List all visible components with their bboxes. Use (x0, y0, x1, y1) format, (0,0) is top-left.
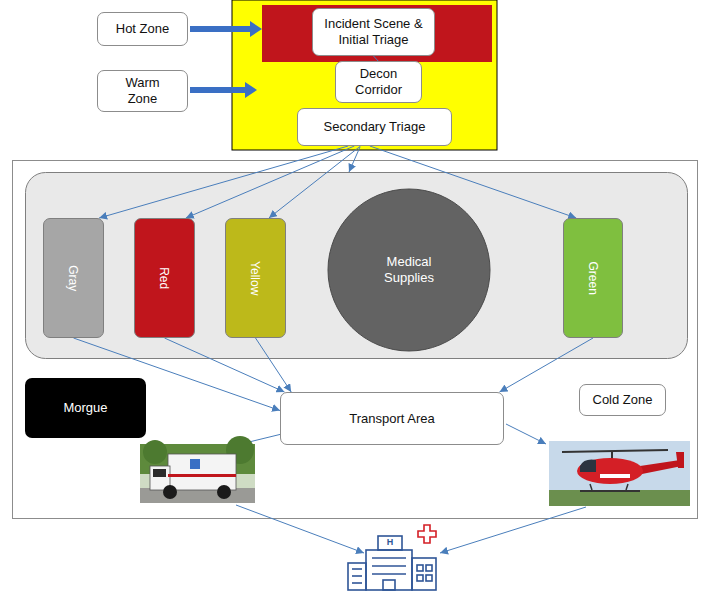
node-text: Red (157, 267, 171, 289)
process-box: Transport Area (280, 392, 504, 445)
callout-arrow (190, 21, 262, 37)
flow-connector (269, 146, 361, 218)
zone-label-box: Cold Zone (579, 384, 666, 416)
morgue-box: Morgue (25, 378, 146, 438)
flow-line (440, 507, 586, 553)
flow-connector (99, 146, 348, 218)
node-text: Warm Zone (115, 75, 171, 106)
triage-category-box: Green (563, 218, 623, 338)
node-text: Gray (66, 265, 80, 291)
treatment-panel (26, 173, 688, 359)
node-text: Yellow (248, 261, 262, 295)
node-text: Hot Zone (116, 21, 169, 37)
zone-label-box: Warm Zone (97, 70, 188, 111)
ambulance-picture (140, 436, 255, 503)
flow-line (236, 505, 364, 553)
process-box: Incident Scene & Initial Triage (312, 8, 435, 56)
hospital-icon (348, 525, 436, 590)
zone-label-box: Hot Zone (97, 12, 188, 46)
flow-line (506, 424, 546, 444)
sign-letter: H (378, 538, 402, 547)
triage-category-box: Gray (43, 218, 104, 338)
hot-zone-region (262, 5, 492, 62)
callout-arrow (190, 82, 257, 98)
supply-circle: Medical Supplies (327, 188, 491, 352)
node-text: Medical Supplies (374, 254, 444, 285)
process-box: Decon Corridor (335, 61, 422, 102)
node-text: Transport Area (349, 411, 435, 427)
node-text: Green (586, 261, 600, 294)
flow-connector (165, 338, 285, 392)
node-text: Cold Zone (593, 392, 653, 408)
process-box: Secondary Triage (297, 108, 452, 146)
warm-zone-region (232, 0, 497, 150)
node-text: Morgue (63, 400, 107, 416)
triage-category-box: Yellow (225, 218, 286, 338)
helicopter-picture (549, 441, 690, 506)
node-text: Secondary Triage (324, 119, 426, 135)
node-text: Decon Corridor (344, 66, 414, 97)
flow-connector (500, 338, 593, 392)
cold-zone-region (13, 161, 698, 519)
triage-category-box: Red (134, 218, 195, 338)
flow-connector (186, 146, 355, 218)
node-text: Incident Scene & Initial Triage (318, 16, 429, 47)
flow-connector (256, 338, 292, 392)
